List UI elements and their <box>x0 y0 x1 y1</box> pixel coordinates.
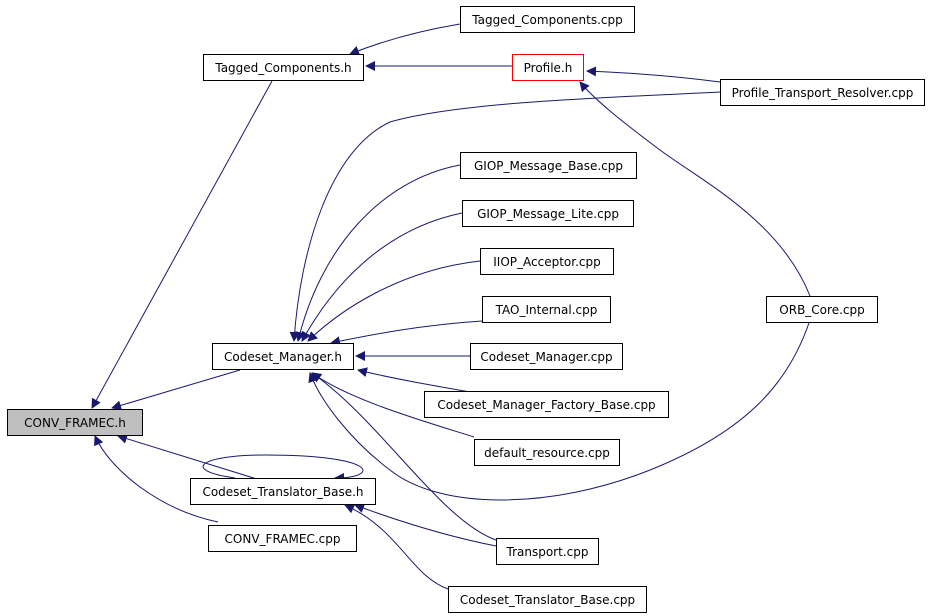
edge-ptr-to-codeset-manager <box>289 91 721 342</box>
edge-giop-base <box>295 164 461 342</box>
node-profile-h[interactable]: Profile.h <box>512 54 584 81</box>
node-transport-cpp[interactable]: Transport.cpp <box>496 538 599 565</box>
edge-factory-base <box>357 367 471 393</box>
edge-tagged-components-h-to-conv-framec <box>91 80 273 409</box>
node-giop-message-lite-cpp[interactable]: GIOP_Message_Lite.cpp <box>462 200 634 227</box>
edge-default-resource <box>311 372 475 438</box>
edge-giop-lite <box>301 212 463 342</box>
edge-transport-to-translator <box>354 503 497 547</box>
edge-translator-h-to-conv-framec <box>117 433 261 481</box>
node-profile-transport-resolver-cpp[interactable]: Profile_Transport_Resolver.cpp <box>720 79 925 106</box>
edge-orb-core-to-codeset-manager <box>308 319 811 501</box>
node-tao-internal-cpp[interactable]: TAO_Internal.cpp <box>482 296 611 323</box>
edge-orb-core-to-profile <box>579 81 811 297</box>
edge-ptr-to-profile <box>586 66 721 83</box>
edge-iiop <box>307 260 481 342</box>
node-codeset-manager-cpp[interactable]: Codeset_Manager.cpp <box>470 343 623 370</box>
node-codeset-manager-h[interactable]: Codeset_Manager.h <box>212 343 354 370</box>
edge-translator-self-loop <box>202 454 364 483</box>
node-codeset-translator-base-cpp[interactable]: Codeset_Translator_Base.cpp <box>448 586 647 613</box>
node-codeset-manager-factory-base-cpp[interactable]: Codeset_Manager_Factory_Base.cpp <box>424 391 669 418</box>
node-default-resource-cpp[interactable]: default_resource.cpp <box>474 439 620 466</box>
edge-tagged-components-cpp <box>349 23 461 56</box>
node-conv-framec-cpp[interactable]: CONV_FRAMEC.cpp <box>208 525 357 552</box>
node-giop-message-base-cpp[interactable]: GIOP_Message_Base.cpp <box>460 152 637 179</box>
edge-tao-internal <box>330 320 483 347</box>
edge-translator-cpp <box>344 504 449 590</box>
node-conv-framec-h[interactable]: CONV_FRAMEC.h <box>7 409 143 436</box>
edge-transport-to-codeset-manager <box>311 372 497 541</box>
node-tagged-components-cpp[interactable]: Tagged_Components.cpp <box>460 6 635 33</box>
node-tagged-components-h[interactable]: Tagged_Components.h <box>203 54 364 81</box>
node-codeset-translator-base-h[interactable]: Codeset_Translator_Base.h <box>190 478 376 505</box>
node-orb-core-cpp[interactable]: ORB_Core.cpp <box>766 296 878 323</box>
edge-codeset-manager-to-conv-framec <box>111 369 241 411</box>
node-iiop-acceptor-cpp[interactable]: IIOP_Acceptor.cpp <box>480 248 614 275</box>
edge-conv-framec-cpp <box>94 435 219 523</box>
